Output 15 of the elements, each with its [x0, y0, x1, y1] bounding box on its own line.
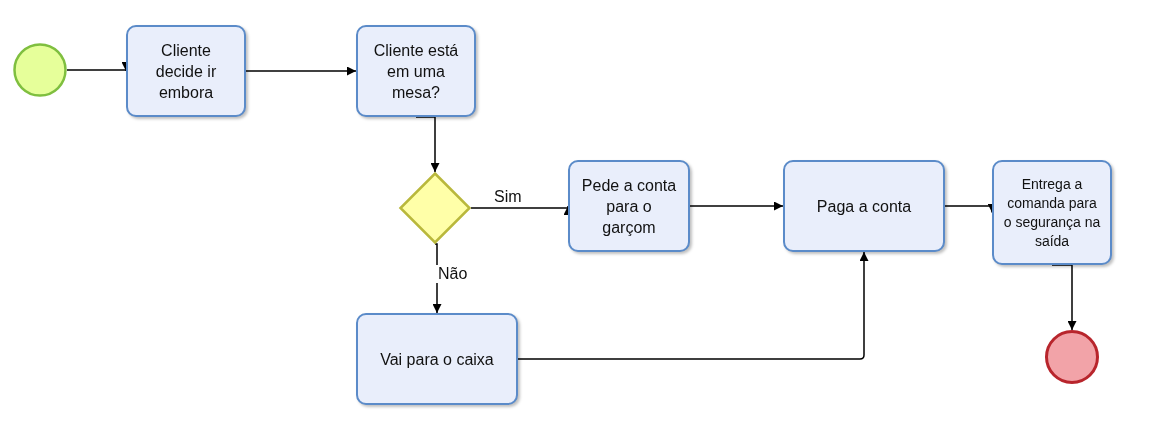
arrow — [415, 116, 440, 173]
task-box: Cliente está em uma mesa? — [356, 25, 476, 117]
task-box: Vai para o caixa — [356, 313, 518, 405]
end-event-circle — [1045, 330, 1099, 384]
task-box: Paga a conta — [783, 160, 945, 252]
task-box: Cliente decide ir embora — [126, 25, 246, 117]
start-event-circle — [13, 43, 67, 97]
task-box: Entrega a comanda para o segurança na saída — [992, 160, 1112, 265]
task-box: Pede a conta para o garçom — [568, 160, 690, 252]
arrow — [689, 201, 784, 211]
arrow — [1051, 264, 1077, 331]
decision-diamond — [399, 172, 471, 244]
arrow — [245, 66, 357, 76]
arrow — [517, 251, 869, 360]
edge-label: Não — [436, 265, 470, 283]
